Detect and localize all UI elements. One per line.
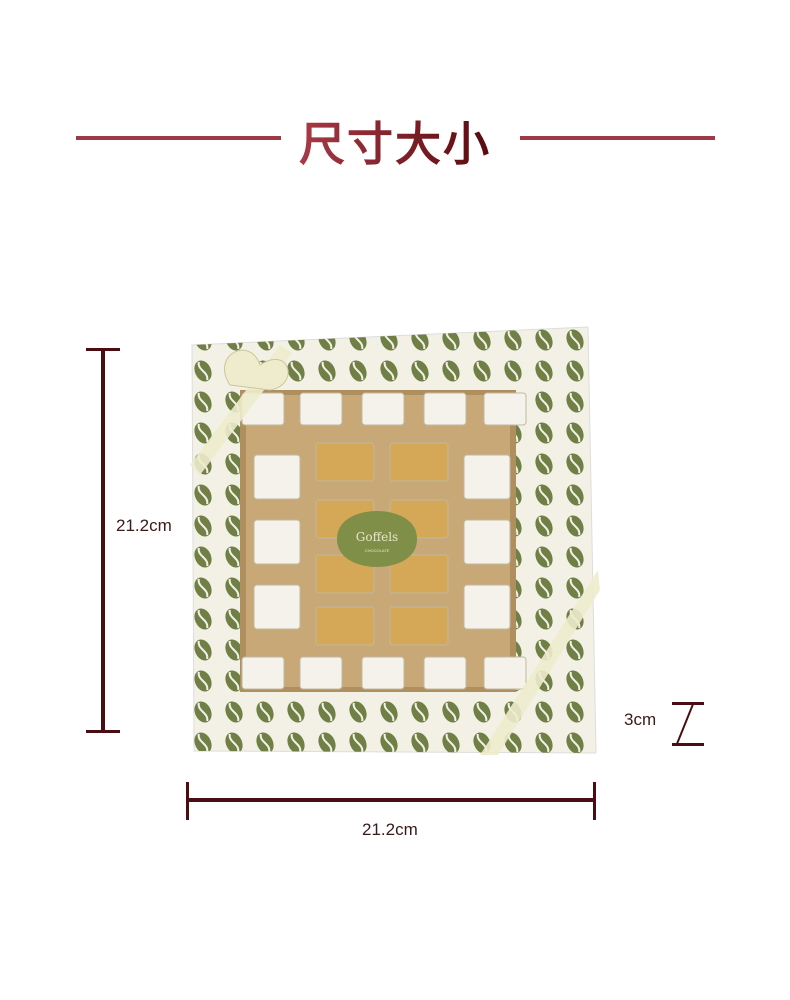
- svg-text:CHOCOLATE: CHOCOLATE: [365, 548, 390, 553]
- page-title: 尺寸大小: [299, 117, 491, 171]
- white-chocolate: [423, 656, 467, 690]
- gold-chocolate: [315, 606, 375, 646]
- title-line-left: [76, 136, 281, 140]
- white-chocolate: [299, 656, 343, 690]
- height-dimension-line: [101, 349, 105, 733]
- width-cap-left: [186, 782, 189, 820]
- ribbon: [480, 570, 600, 755]
- product-box-image: Goffels CHOCOLATE: [190, 326, 600, 755]
- white-chocolate: [463, 519, 511, 565]
- white-chocolate: [253, 519, 301, 565]
- white-chocolate: [463, 584, 511, 630]
- height-label: 21.2cm: [116, 516, 172, 535]
- height-cap-top: [86, 348, 120, 351]
- gold-chocolate: [389, 606, 449, 646]
- height-cap-bottom: [86, 730, 120, 733]
- width-label: 21.2cm: [362, 820, 418, 839]
- white-chocolate: [299, 392, 343, 426]
- title-line-right: [520, 136, 715, 140]
- depth-cap-top: [672, 702, 704, 705]
- ribbon-bow: [224, 349, 289, 391]
- white-chocolate: [253, 454, 301, 500]
- white-chocolate: [423, 392, 467, 426]
- depth-line: [676, 704, 694, 744]
- svg-text:Goffels: Goffels: [356, 530, 398, 544]
- depth-cap-bottom: [672, 743, 704, 746]
- white-chocolate: [361, 392, 405, 426]
- box-logo: Goffels CHOCOLATE: [337, 511, 417, 567]
- white-chocolate: [241, 656, 285, 690]
- gold-chocolate: [389, 442, 449, 482]
- depth-label: 3cm: [624, 710, 657, 729]
- white-chocolate: [253, 584, 301, 630]
- gold-chocolate: [389, 554, 449, 594]
- white-chocolate: [361, 656, 405, 690]
- white-chocolate: [463, 454, 511, 500]
- white-chocolate: [483, 656, 527, 690]
- width-cap-right: [593, 782, 596, 820]
- gold-chocolate: [315, 442, 375, 482]
- white-chocolate: [483, 392, 527, 426]
- width-dimension-line: [187, 798, 595, 802]
